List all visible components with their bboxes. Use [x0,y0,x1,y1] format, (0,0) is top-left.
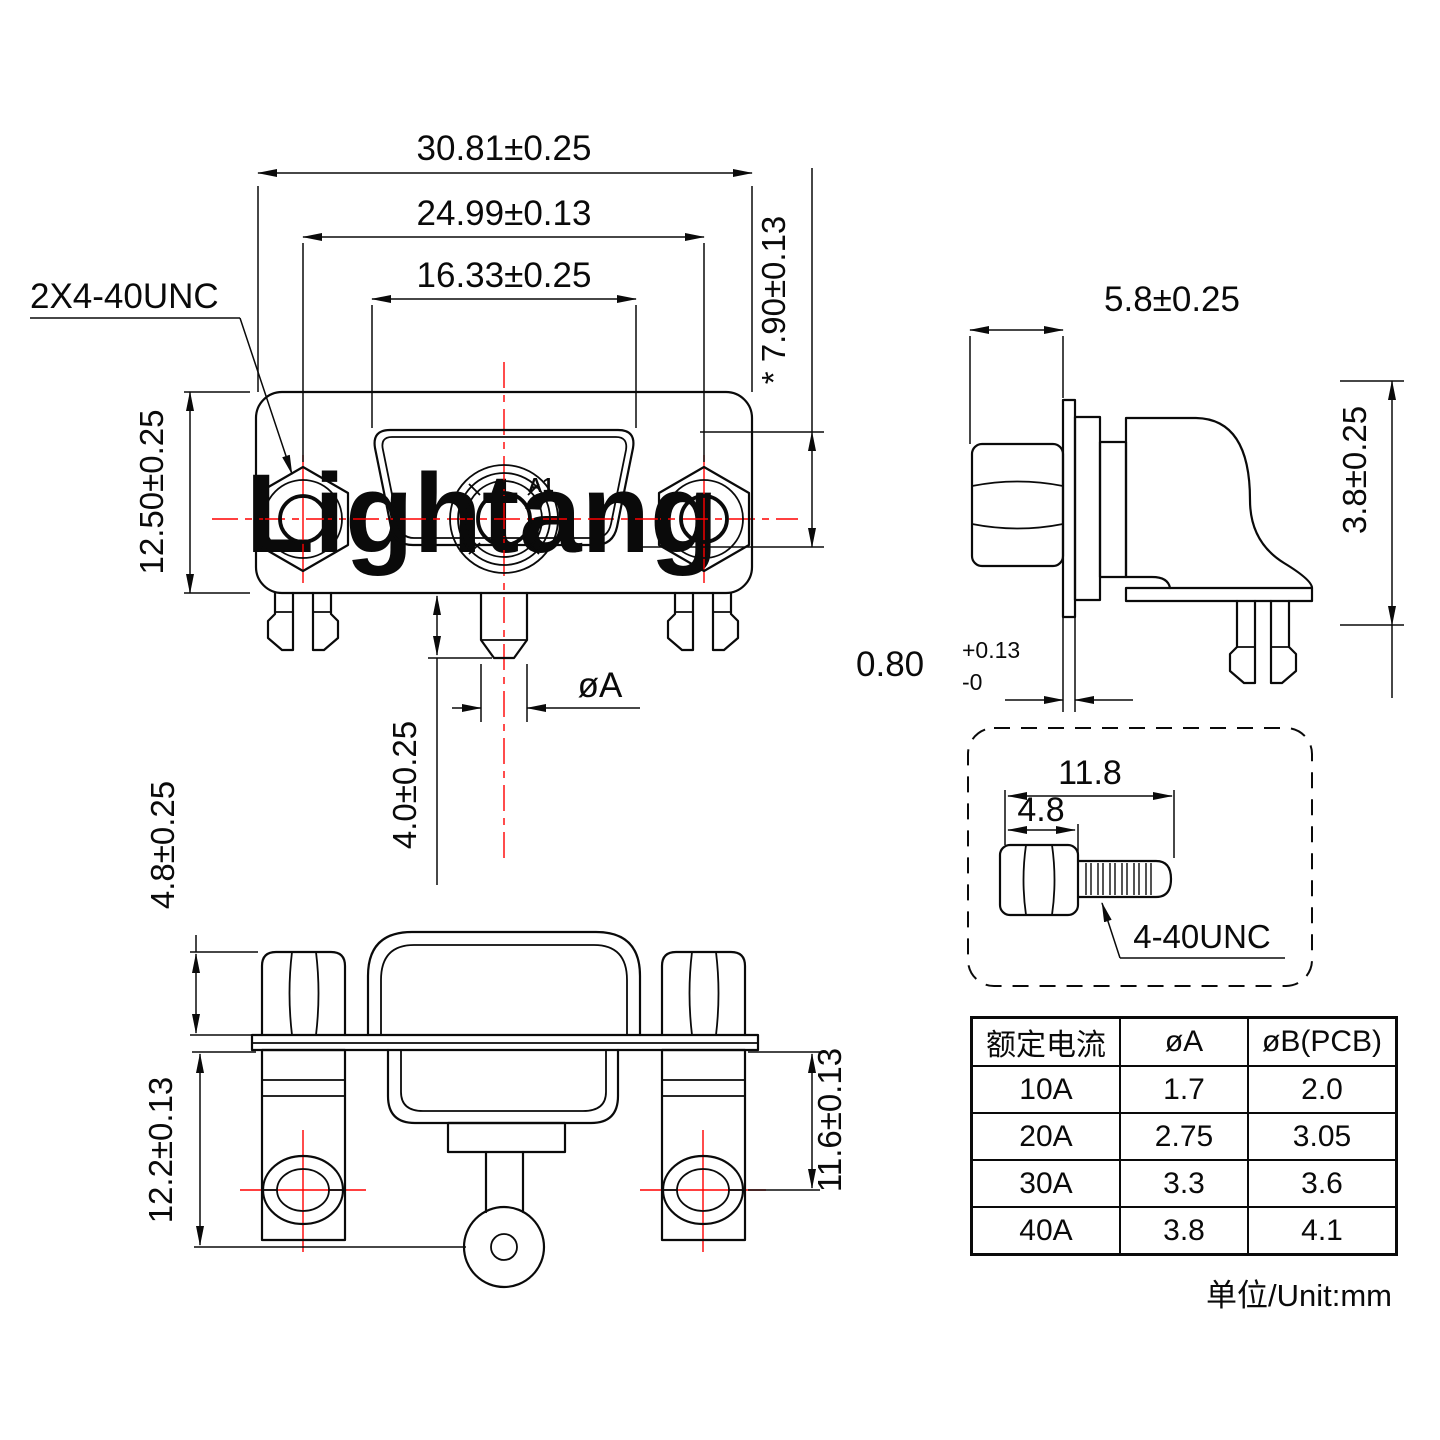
ext-lines [480,664,528,722]
dim-bracket-offset: 3.8±0.25 [1336,406,1373,534]
ext-lines [192,1051,466,1248]
dsub-shell-inner [381,436,628,539]
cell-dia-b: 4.1 [1247,1206,1398,1256]
spec-table: 额定电流 øA øB(PCB) 10A 1.7 2.0 20A 2.75 3.0… [970,1016,1398,1256]
dim-screw-length: 11.8 [1058,754,1122,792]
dim-body-height: 12.50±0.25 [133,410,170,575]
bottom-view: 4.8±0.25 12.2±0.13 11.6±0.13 [142,781,848,1289]
plan-center-insulator [386,1048,620,1289]
cell-dia-b: 3.05 [1247,1112,1398,1161]
table-row: 10A 1.7 2.0 [970,1065,1398,1114]
cell-dia-a: 2.75 [1119,1112,1249,1161]
cell-dia-a: 3.3 [1119,1159,1249,1208]
ext-lines [1062,617,1076,712]
ext-lines [640,168,824,548]
detail-border [967,727,1313,987]
plan-shell-outer [366,930,642,1037]
ext-lines [1004,790,1175,858]
mount-hole-crosshairs [302,455,705,583]
side-snap-leg [1228,599,1298,685]
ext-lines [969,336,1064,444]
header-rated-current: 额定电流 [970,1016,1121,1067]
plan-shell-inner [380,944,628,1035]
dim-opening-height: * 7.90±0.13 [755,216,792,385]
screw-detail-box: 11.8 4.8 4-40UNC [967,727,1313,987]
hole-crosshairs [240,1130,766,1252]
dim-nut-height: 4.8±0.25 [144,781,181,909]
cell-dia-a: 3.8 [1119,1206,1249,1256]
cell-current: 20A [970,1112,1121,1161]
body-outline [1124,416,1314,590]
ext-lines [184,391,250,594]
table-header-row: 额定电流 øA øB(PCB) [970,1016,1398,1067]
snap-leg-right [666,591,740,652]
side-view: 5.8±0.25 3.8±0.25 0.80 +0.13 -0 [856,280,1404,712]
cell-current: 10A [970,1065,1121,1114]
dim-flange-thickness-plus: +0.13 [962,637,1020,663]
thread-note: 2X4-40UNC [30,277,219,316]
dim-pin-diameter: øA [578,666,623,705]
contact-label: A1 [528,475,554,497]
front-view: A1 30.81± [30,129,824,885]
dim-nut-depth: 5.8±0.25 [1104,280,1240,319]
dim-overall-width: 30.81±0.25 [417,129,592,168]
leader-arrow [1101,902,1121,959]
insulator-step-1 [1073,415,1102,602]
plan-leg-left [260,1048,347,1242]
unit-note: 单位/Unit:mm [1206,1278,1392,1313]
bracket-foot [1124,586,1314,603]
dim-flange-thickness: 0.80 [856,645,924,684]
ext-lines [257,186,753,392]
ext-lines [428,657,492,885]
header-dia-b: øB(PCB) [1247,1016,1398,1067]
plan-leg-right [660,1048,747,1242]
dim-flange-thickness-minus: -0 [962,669,982,695]
dim-pin-protrusion: 4.0±0.25 [386,721,423,849]
jack-screw [998,843,1173,917]
bracket-inner-bend [1124,575,1172,590]
dim-right-height: 11.6±0.13 [811,1048,848,1192]
cell-dia-b: 2.0 [1247,1065,1398,1114]
contact-key-slots [468,483,540,555]
cell-current: 40A [970,1206,1121,1256]
coaxial-contact [449,464,559,574]
dim-opening-width: 16.33±0.25 [417,256,592,295]
ext-lines [190,935,258,1036]
dsub-shell-outer [373,428,635,547]
hex-nut-left [256,465,350,573]
side-hex-nut [970,442,1065,568]
insulator-step-2 [1098,440,1128,579]
flange-plate [1061,398,1077,619]
dim-left-height: 12.2±0.13 [142,1077,179,1224]
ext-lines [748,1051,820,1191]
solder-pin [479,591,529,660]
screw-thread-label: 4-40UNC [1133,918,1271,955]
cell-dia-b: 3.6 [1247,1159,1398,1208]
plan-hex-nut-left [260,950,347,1037]
hex-nut-right [657,465,751,573]
screw-threads [1085,863,1152,895]
dim-mount-spacing: 24.99±0.13 [417,194,592,233]
connector-body-front [254,390,754,595]
snap-leg-left [266,591,340,652]
ext-lines [302,243,705,462]
cell-dia-a: 1.7 [1119,1065,1249,1114]
table-row: 20A 2.75 3.05 [970,1112,1398,1161]
dim-screw-head: 4.8 [1017,791,1064,829]
table-row: 40A 3.8 4.1 [970,1206,1398,1256]
table-row: 30A 3.3 3.6 [970,1159,1398,1208]
header-dia-a: øA [1119,1016,1249,1067]
leader-arrow [239,317,293,475]
plan-hex-nut-right [660,950,747,1037]
ext-lines [371,305,637,428]
cell-current: 30A [970,1159,1121,1208]
